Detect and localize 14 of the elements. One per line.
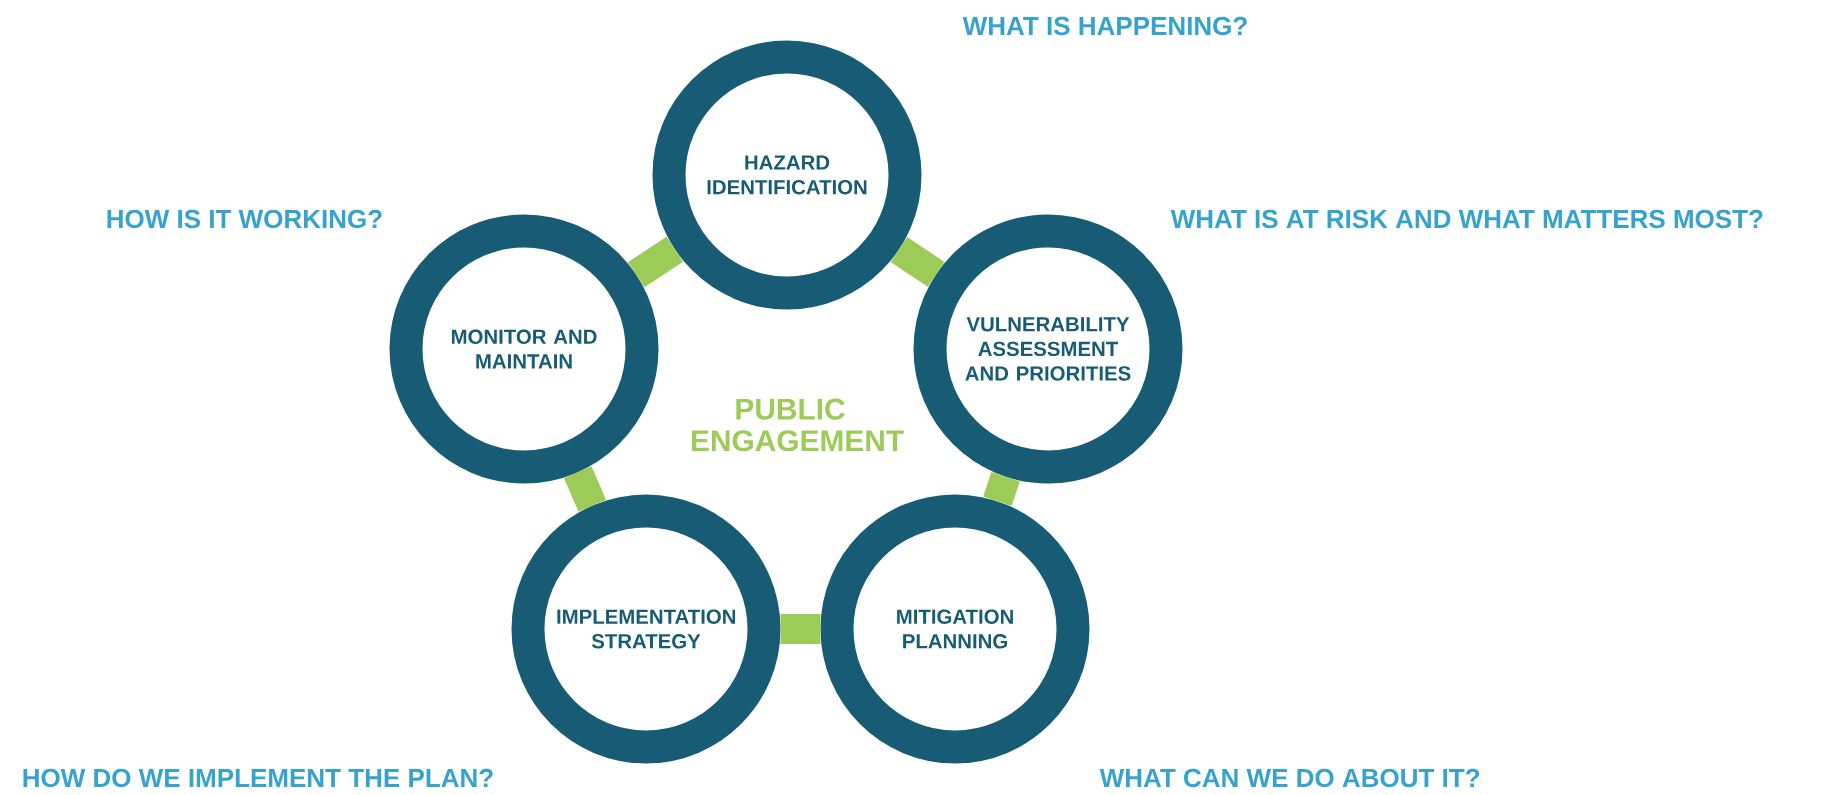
question-text: HOW DO WE IMPLEMENT THE PLAN? [23,768,493,788]
center-text: PUBLIC ENGAGEMENT [692,398,904,452]
link-bar [983,471,1020,507]
ring: IMPLEMENTATION STRATEGY [511,494,781,764]
question-text: WHAT CAN WE DO ABOUT IT? [1099,768,1480,788]
question-text: WHAT IS HAPPENING? [962,16,1247,36]
question-text: HOW IS IT WORKING? [107,209,382,229]
link-bar [627,236,684,288]
link-bar [890,237,945,287]
ring: MONITOR AND MAINTAIN [389,214,659,484]
link-bar [780,614,821,644]
ring: HAZARD IDENTIFICATION [652,40,922,310]
ring: MITIGATION PLANNING [820,494,1090,764]
link-bar [563,466,607,512]
